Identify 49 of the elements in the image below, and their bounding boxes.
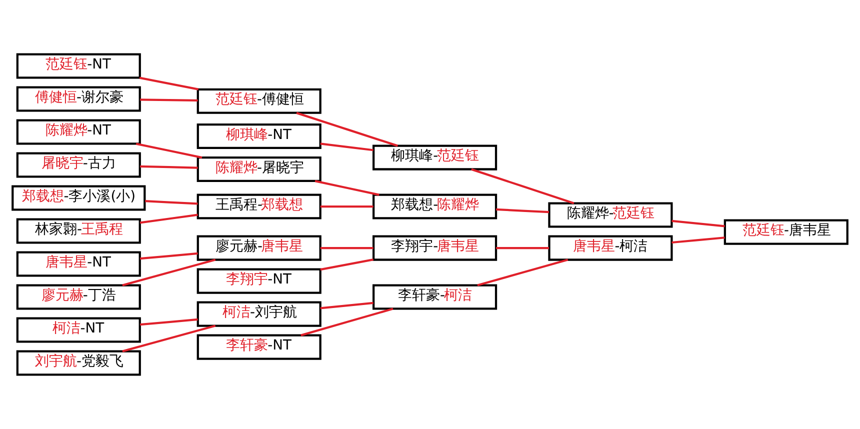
connector — [122, 258, 216, 286]
connector — [320, 142, 374, 152]
node-box: 王禹程-郑载想 — [196, 194, 322, 220]
connector — [496, 246, 549, 250]
connector — [300, 308, 394, 336]
connector — [140, 214, 198, 224]
node-box: 廖元赫-丁浩 — [16, 284, 141, 310]
connector — [320, 302, 374, 310]
connector — [672, 236, 725, 244]
node-box: 范廷钰-NT — [16, 53, 141, 79]
connector — [140, 98, 198, 102]
connector — [136, 142, 202, 159]
node-box: 郑载想-李小溪(小) — [12, 185, 146, 211]
node-box: 傅健恒-谢尔豪 — [16, 86, 141, 112]
node-box: 李轩豪-柯洁 — [372, 284, 498, 310]
connector — [496, 208, 550, 214]
connector — [296, 112, 398, 147]
node-box: 柳琪峰-NT — [196, 123, 322, 150]
node-box: 林家翾-王禹程 — [16, 218, 141, 244]
connector — [314, 180, 380, 196]
connector — [122, 324, 216, 352]
node-box: 范廷钰-唐韦星 — [724, 219, 848, 245]
connector — [320, 246, 374, 250]
node-box: 郑载想-陈耀烨 — [372, 194, 498, 220]
connector — [477, 258, 568, 286]
connector — [140, 165, 198, 169]
node-box: 廖元赫-唐韦星 — [196, 235, 322, 261]
node-box: 柳琪峰-范廷钰 — [372, 144, 498, 170]
connector — [320, 258, 374, 271]
node-box: 刘宇航-党毅飞 — [16, 350, 141, 376]
connector — [140, 252, 198, 260]
node-box: 唐韦星-柯洁 — [548, 235, 673, 261]
node-box: 李翔宇-唐韦星 — [372, 235, 498, 261]
connector — [145, 200, 198, 205]
node-box: 范廷钰-傅健恒 — [196, 88, 322, 114]
connector — [140, 318, 198, 326]
connector — [139, 76, 199, 90]
connector — [471, 168, 574, 204]
connector — [320, 205, 374, 208]
node-box: 李轩豪-NT — [196, 334, 322, 360]
node-box: 柯洁-刘宇航 — [196, 301, 322, 327]
node-box: 唐韦星-NT — [16, 251, 141, 277]
node-box: 柯洁-NT — [16, 317, 141, 343]
node-box: 陈耀烨-屠晓宇 — [196, 156, 322, 182]
node-box: 陈耀烨-范廷钰 — [548, 202, 673, 228]
node-box: 李翔宇-NT — [196, 268, 322, 294]
node-box: 屠晓宇-古力 — [16, 152, 141, 178]
connector — [672, 220, 725, 228]
node-box: 陈耀烨-NT — [16, 119, 141, 145]
